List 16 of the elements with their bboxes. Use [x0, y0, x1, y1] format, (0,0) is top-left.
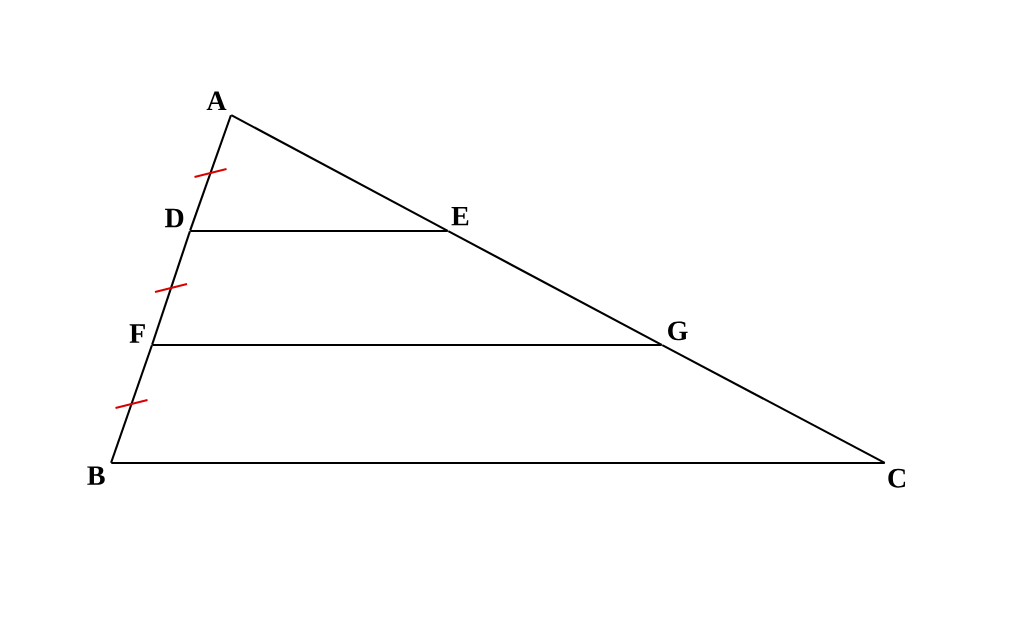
line-segment: [111, 461, 885, 465]
point-label: E: [451, 207, 469, 226]
line-segment: [110, 344, 153, 464]
line-segment: [151, 230, 191, 346]
line-segment: [190, 229, 448, 233]
point-label: A: [206, 91, 227, 111]
point-label: C: [888, 468, 906, 488]
line-segment: [230, 114, 449, 232]
point-label: F: [129, 324, 145, 343]
line-segment: [447, 230, 663, 346]
line-segment: [152, 343, 662, 347]
point-label: D: [164, 208, 184, 228]
line-segment: [189, 114, 232, 232]
point-label: B: [87, 466, 105, 485]
line-segment: [661, 344, 886, 464]
point-label: G: [668, 321, 688, 341]
